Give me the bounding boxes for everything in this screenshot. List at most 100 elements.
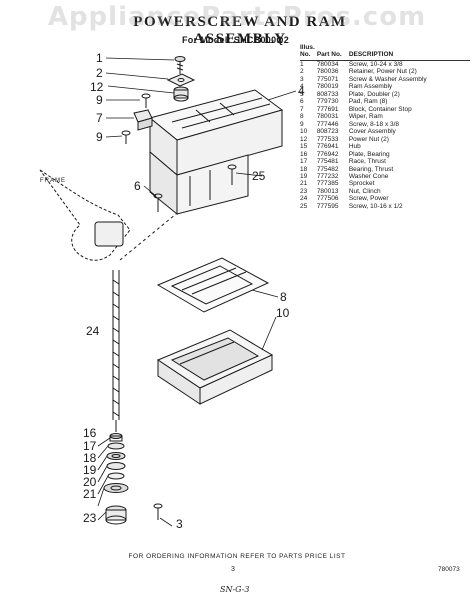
callout-20: 20: [83, 475, 97, 489]
part-description: Washer Cone: [348, 172, 389, 180]
part-description: Ram Assembly: [348, 83, 393, 91]
handwritten-note: SN-G-3: [220, 585, 250, 594]
part-no: 776941: [316, 143, 339, 151]
part-no: 777595: [316, 202, 339, 210]
illus-no: 4: [300, 83, 304, 91]
illus-no: 21: [300, 180, 308, 188]
part-no: 808733: [316, 90, 339, 98]
screw-part-6: [153, 193, 163, 212]
illus-no: 19: [300, 172, 308, 180]
callout-12: 12: [90, 80, 104, 94]
illus-no: 3: [300, 75, 304, 83]
callout-25: 25: [252, 169, 266, 183]
screw-part-25: [227, 164, 237, 185]
power-screw-part-24: [112, 270, 120, 432]
part-description: Power Nut (2): [348, 135, 389, 143]
power-nut-part-12: [173, 86, 189, 102]
part-no: 777385: [316, 180, 339, 188]
part-description: Screw, 10-24 x 3/8: [348, 60, 403, 68]
table-row: 24 777506 Screw, Power: [300, 195, 470, 202]
part-description: Screw & Washer Assembly: [348, 75, 427, 83]
callout-21: 21: [83, 487, 97, 501]
part-description: Screw, 10-16 x 1/2: [348, 202, 403, 210]
part-no: 780034: [316, 60, 339, 68]
header-description: DESCRIPTION: [348, 44, 470, 61]
part-description: Wiper, Ram: [348, 113, 383, 121]
header-illus: Illus. No.: [300, 44, 317, 61]
part-description: Hub: [348, 143, 361, 151]
part-description: Screw, 8-18 x 3/8: [348, 120, 400, 128]
illus-no: 15: [300, 143, 308, 151]
clinch-nut-part-23: [105, 505, 127, 525]
part-no: 775071: [316, 75, 339, 83]
part-description: Screw, Power: [348, 195, 389, 203]
part-no: 780036: [316, 68, 339, 76]
screw-part-3: [153, 503, 163, 520]
table-row: 3 775071 Screw & Washer Assembly: [300, 76, 470, 83]
illus-no: 6: [300, 98, 304, 106]
part-no: 777446: [316, 120, 339, 128]
illus-no: 17: [300, 158, 308, 166]
part-description: Plate, Doubler (2): [348, 90, 400, 98]
part-description: Sprocket: [348, 180, 375, 188]
screw-part-9: [141, 93, 151, 108]
part-no: 777506: [316, 195, 339, 203]
callout-18: 18: [83, 451, 97, 465]
callout-23: 23: [83, 511, 97, 525]
callout-7: 7: [96, 111, 103, 125]
part-no: 775481: [316, 158, 339, 166]
table-row: 12 777533 Power Nut (2): [300, 136, 470, 143]
footer-note: FOR ORDERING INFORMATION REFER TO PARTS …: [128, 553, 346, 560]
callout-2: 2: [96, 66, 103, 80]
callout-4: 4: [298, 84, 305, 98]
part-no: 777533: [316, 135, 339, 143]
page-number: 3: [231, 566, 235, 573]
frame-label: FRAME: [40, 178, 66, 184]
parts-table-header: Illus. No. Part No. DESCRIPTION: [300, 44, 470, 61]
table-row: 5 808733 Plate, Doubler (2): [300, 91, 470, 98]
leader-lines: [97, 57, 297, 527]
part-no: 808723: [316, 128, 339, 136]
cover-assembly-part-10: [156, 329, 274, 405]
callout-8: 8: [280, 290, 287, 304]
illus-no: 24: [300, 195, 308, 203]
thrust-bearing-part-18: [106, 452, 126, 460]
illus-no: 7: [300, 105, 304, 113]
illus-no: 8: [300, 113, 304, 121]
part-description: Nut, Clinch: [348, 187, 381, 195]
block-part-7: [133, 109, 153, 131]
page-title: POWERSCREW AND RAM ASSEMBLY: [133, 14, 347, 47]
screw-part-9b: [121, 130, 131, 144]
callout-10: 10: [276, 306, 290, 320]
part-description: Cover Assembly: [348, 128, 396, 136]
model-line: For Model: SHCB000Q2: [182, 35, 290, 45]
illus-no: 5: [300, 90, 304, 98]
callout-24: 24: [86, 324, 100, 338]
thrust-race-part-17: [107, 442, 125, 450]
callout-16: 16: [83, 426, 97, 440]
sprocket-part-21: [103, 483, 129, 493]
part-20: [107, 472, 125, 480]
washer-cone-part-19: [106, 462, 126, 470]
illus-no: 12: [300, 135, 308, 143]
part-no: 779730: [316, 98, 339, 106]
part-no: 777691: [316, 105, 339, 113]
callout-6: 6: [134, 179, 141, 193]
header-part: Part No.: [316, 44, 349, 61]
screw-part-1: [174, 56, 186, 74]
callout-19: 19: [83, 463, 97, 477]
callout-17: 17: [83, 439, 97, 453]
ram-assembly: [148, 89, 284, 216]
part-description: Bearing, Thrust: [348, 165, 394, 173]
part-no: 777232: [316, 172, 339, 180]
